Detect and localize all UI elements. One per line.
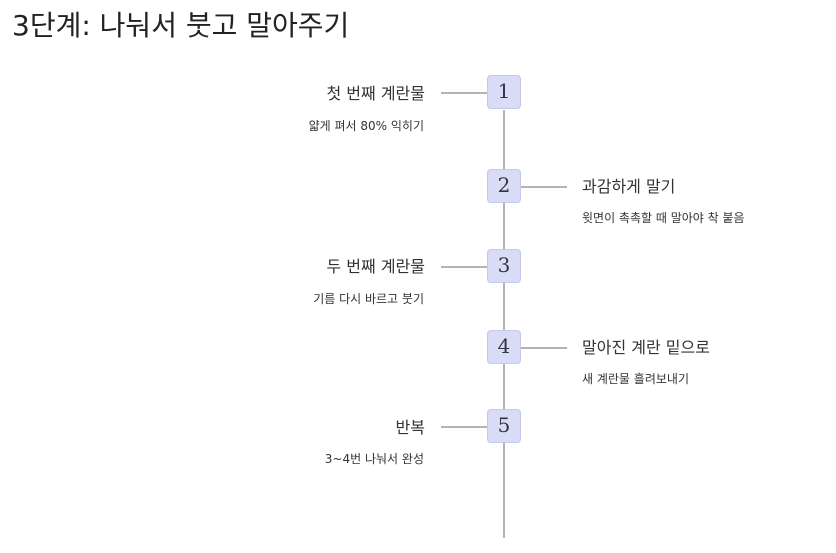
step-2-connector [521, 186, 567, 188]
step-3-number: 3 [497, 253, 511, 277]
step-1-description: 얇게 펴서 80% 익히기 [308, 119, 424, 133]
step-2-number: 2 [497, 173, 511, 197]
step-4-connector [521, 347, 567, 349]
step-1-connector [441, 92, 487, 94]
step-5-connector [441, 426, 487, 428]
step-1-number: 1 [497, 79, 511, 103]
step-5-number: 5 [497, 413, 511, 437]
step-4-number: 4 [497, 334, 511, 358]
step-1-label: 첫 번째 계란물 [326, 84, 426, 103]
step-4-label: 말아진 계란 밑으로 [582, 338, 710, 357]
step-3-connector [441, 266, 487, 268]
page-title: 3단계: 나눠서 붓고 말아주기 [12, 9, 350, 42]
timeline-spine [503, 110, 505, 538]
step-2-label: 과감하게 말기 [582, 177, 676, 196]
step-3-description: 기름 다시 바르고 붓기 [313, 292, 424, 306]
step-5-box: 5 [487, 409, 521, 443]
step-4-description: 새 계란물 흘려보내기 [582, 372, 689, 386]
step-3-label: 두 번째 계란물 [326, 257, 426, 276]
step-2-description: 윗면이 촉촉할 때 말아야 착 붙음 [582, 211, 745, 225]
step-4-box: 4 [487, 330, 521, 364]
step-3-box: 3 [487, 249, 521, 283]
step-2-box: 2 [487, 169, 521, 203]
step-5-label: 반복 [395, 418, 425, 437]
step-1-box: 1 [487, 75, 521, 109]
step-5-description: 3~4번 나눠서 완성 [324, 452, 424, 466]
